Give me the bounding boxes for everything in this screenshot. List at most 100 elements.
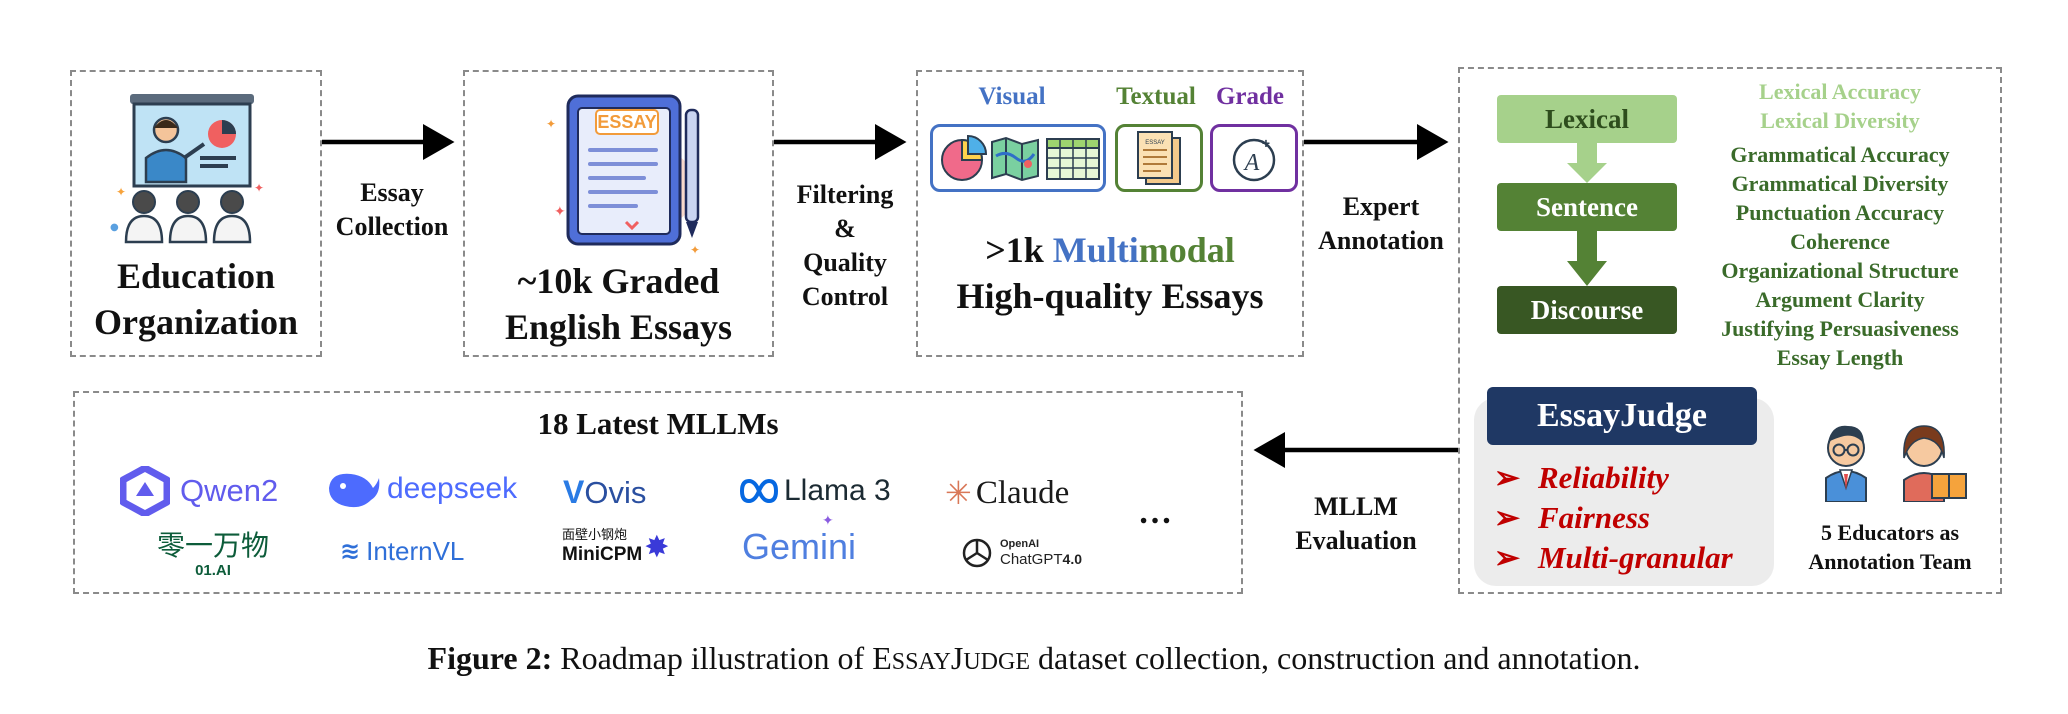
aspect-argument-clarity: Argument Clarity — [1755, 287, 1925, 312]
pie-chart-icon — [941, 134, 988, 181]
multimodal-multi: Multi — [1052, 230, 1139, 270]
chatgpt-name: ChatGPT — [1000, 550, 1063, 568]
claude-burst-icon: ✳ — [945, 475, 972, 511]
minicpm-cn-name: 面壁小钢炮 — [562, 528, 628, 543]
mllms-box — [73, 391, 1243, 594]
aspect-organizational-structure: Organizational Structure — [1721, 258, 1959, 283]
aspect-coherence: Coherence — [1790, 229, 1890, 254]
meta-infinity-icon — [739, 478, 779, 504]
multimodal-line2: High-quality Essays — [956, 276, 1264, 316]
table-icon — [1046, 138, 1100, 180]
gemini-name: Gemini — [742, 526, 857, 567]
openai-icon — [962, 538, 992, 568]
filtering-quality-control-label: Filtering & Quality Control — [796, 180, 894, 311]
gemini-logo: Gemini ✦ — [742, 512, 857, 568]
caption-text-post: dataset collection, construction and ann… — [1030, 640, 1641, 676]
minicpm-star-icon: ✸ — [644, 530, 670, 564]
yi-en-name: 01.AI — [195, 562, 231, 579]
figure-caption: Figure 2: Roadmap illustration of ESSAYJ… — [0, 640, 2068, 677]
llama-name: Llama 3 — [784, 474, 891, 507]
mllm-evaluation-label: MLLM Evaluation — [1295, 492, 1417, 555]
svg-text:●: ● — [110, 222, 119, 233]
aspects-list: Lexical Accuracy Lexical Diversity Gramm… — [1700, 77, 1980, 372]
textual-label: Textual — [1116, 83, 1196, 110]
gemini-sparkle-icon: ✦ — [822, 512, 834, 528]
grade-modality-frame — [1210, 124, 1298, 192]
mllms-title: 18 Latest MLLMs — [537, 406, 779, 441]
internvl-wave-icon: ≋ — [340, 538, 361, 565]
qwen-icon — [120, 466, 170, 516]
svg-text:✦: ✦ — [116, 185, 126, 199]
minicpm-name: MiniCPM — [562, 544, 643, 565]
graded-essays-label: ~10k Graded English Essays — [504, 261, 733, 347]
chatgpt-version: 4.0 — [1062, 550, 1082, 567]
multimodal-line1: >1k Multimodal — [916, 228, 1304, 272]
essayjudge-title: EssayJudge — [1487, 387, 1757, 445]
aspect-punctuation-accuracy: Punctuation Accuracy — [1735, 200, 1945, 225]
caption-label: Figure 2: — [427, 640, 553, 676]
small-essay-text: ESSAY — [1145, 140, 1165, 146]
yi-cn-name: 零一万物 — [156, 529, 269, 562]
deepseek-logo: deepseek — [325, 466, 517, 512]
grade-label: Grade — [1215, 83, 1285, 110]
caption-sc2: UDGE — [963, 649, 1030, 675]
svg-text:A: A — [1243, 150, 1260, 176]
svg-text:✦: ✦ — [690, 243, 700, 257]
essay-icon-text: ESSAY — [597, 112, 656, 132]
caption-text-pre: Roadmap illustration of E — [552, 640, 892, 676]
aspect-essay-length: Essay Length — [1776, 345, 1904, 370]
educator-female-icon — [1903, 425, 1967, 502]
teacher-presentation-icon: ✦ ✦ ● — [110, 94, 264, 244]
svg-text:+: + — [1262, 135, 1270, 151]
property-reliability: ➢Reliability — [1494, 460, 1669, 495]
textual-modality-frame — [1115, 124, 1203, 192]
aspect-grammatical-accuracy: Grammatical Accuracy — [1730, 142, 1950, 167]
claude-name: Claude — [975, 474, 1070, 511]
deepseek-name: deepseek — [387, 472, 518, 505]
level-arrows — [1567, 143, 1607, 286]
level-sentence: Sentence — [1497, 183, 1677, 231]
chatgpt-logo: OpenAI ChatGPT4.0 — [960, 536, 1082, 570]
education-organization-label: Education Organization — [94, 256, 298, 342]
bullet-arrow-icon: ➢ — [1494, 460, 1520, 495]
qwen-logo: Qwen2 — [120, 466, 278, 516]
aspect-justifying-persuasiveness: Justifying Persuasiveness — [1721, 316, 1959, 341]
internvl-name: InternVL — [366, 536, 465, 566]
education-organization-box — [70, 70, 322, 357]
multimodal-modal: modal — [1138, 230, 1235, 270]
aspect-lexical-diversity: Lexical Diversity — [1760, 108, 1920, 133]
bullet-arrow-icon: ➢ — [1494, 500, 1520, 535]
a-plus-grade-icon: A + — [1232, 135, 1276, 182]
multimodal-prefix: >1k — [985, 230, 1053, 270]
level-discourse: Discourse — [1497, 286, 1677, 334]
qwen-name: Qwen2 — [180, 473, 279, 508]
educators-label: 5 Educators as Annotation Team — [1808, 520, 1972, 574]
graded-essays-box — [463, 70, 774, 357]
essayjudge-properties: ➢Reliability ➢Fairness ➢Multi-granular — [1494, 458, 1774, 578]
caption-mid: J — [950, 640, 964, 676]
whale-icon — [329, 473, 380, 508]
visual-label: Visual — [978, 83, 1046, 110]
ovis-name: Ovis — [584, 474, 647, 510]
educator-male-icon — [1825, 425, 1867, 502]
multimodal-essays-box — [916, 70, 1304, 357]
essay-document-icon: ESSAY ✦ ✦ ✦ — [546, 94, 700, 257]
ovis-v-icon: V — [563, 474, 585, 510]
annotation-box — [1458, 67, 2002, 594]
internvl-logo: ≋ InternVL — [340, 536, 464, 567]
visual-modality-frame — [930, 124, 1106, 192]
yi-logo: 零一万物 01.AI — [148, 530, 278, 580]
expert-annotation-label: Expert Annotation — [1318, 192, 1444, 255]
property-fairness: ➢Fairness — [1494, 500, 1650, 535]
openai-name: OpenAI — [1000, 537, 1040, 550]
bullet-arrow-icon: ➢ — [1494, 540, 1520, 575]
claude-logo: ✳ Claude — [945, 474, 1069, 512]
property-multi-granular: ➢Multi-granular — [1494, 540, 1733, 575]
essay-pages-icon: ESSAY — [1137, 131, 1181, 185]
aspect-grammatical-diversity: Grammatical Diversity — [1731, 171, 1949, 196]
minicpm-logo: 面壁小钢炮 MiniCPM ✸ — [562, 528, 669, 566]
svg-text:✦: ✦ — [254, 181, 264, 195]
more-models-ellipsis: … — [1138, 494, 1172, 531]
svg-text:✦: ✦ — [554, 204, 566, 220]
